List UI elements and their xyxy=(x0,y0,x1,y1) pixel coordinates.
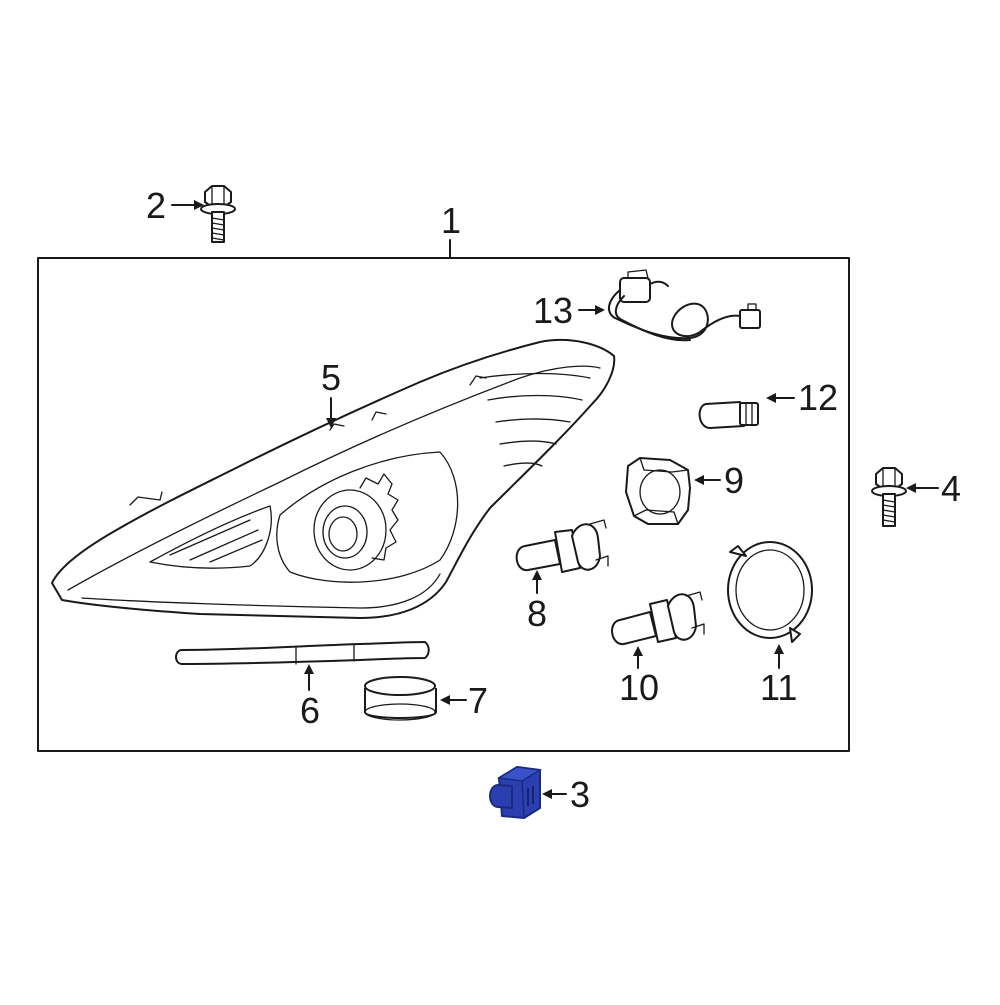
retaining-ring-9-icon[interactable] xyxy=(625,457,691,525)
callout-9-arrowhead xyxy=(694,475,704,485)
callout-7[interactable]: 7 xyxy=(468,680,488,721)
callout-6[interactable]: 6 xyxy=(300,690,320,731)
small-bulb-12-icon[interactable] xyxy=(698,401,759,429)
callout-10-arrowhead xyxy=(633,646,643,656)
callout-3[interactable]: 3 xyxy=(570,774,590,815)
callout-2[interactable]: 2 xyxy=(146,185,166,226)
bulb-10-icon[interactable] xyxy=(611,591,705,646)
assembly-box xyxy=(37,257,850,752)
clip-3-icon[interactable] xyxy=(489,766,543,819)
lamp-cover-11-icon[interactable] xyxy=(727,541,813,643)
light-guide-strip-icon[interactable] xyxy=(175,641,430,665)
headlamp-housing-icon[interactable] xyxy=(51,338,616,619)
bolt-4-icon[interactable] xyxy=(871,467,907,527)
callout-11-arrowhead xyxy=(774,644,784,654)
callout-13-arrowhead xyxy=(595,305,605,315)
bolt-2-icon[interactable] xyxy=(200,185,236,243)
callout-12[interactable]: 12 xyxy=(798,377,838,418)
callout-13[interactable]: 13 xyxy=(533,290,573,331)
callout-1[interactable]: 1 xyxy=(441,200,461,241)
callout-5-arrowhead xyxy=(326,418,336,428)
callout-4[interactable]: 4 xyxy=(941,468,961,509)
wiring-harness-13-icon[interactable] xyxy=(608,269,761,342)
callout-6-arrowhead xyxy=(304,664,314,674)
callout-3-arrowhead xyxy=(542,789,552,799)
callout-8[interactable]: 8 xyxy=(527,593,547,634)
callout-2-arrowhead xyxy=(194,200,204,210)
callout-10[interactable]: 10 xyxy=(619,667,659,708)
callout-8-arrowhead xyxy=(532,570,542,580)
callout-11[interactable]: 11 xyxy=(760,667,797,708)
callout-7-arrowhead xyxy=(440,695,450,705)
callout-4-arrowhead xyxy=(906,483,916,493)
callout-12-arrowhead xyxy=(766,393,776,403)
cap-7-icon[interactable] xyxy=(364,676,437,721)
callout-9[interactable]: 9 xyxy=(724,460,744,501)
bulb-8-icon[interactable] xyxy=(515,519,609,573)
callout-5[interactable]: 5 xyxy=(321,357,341,398)
